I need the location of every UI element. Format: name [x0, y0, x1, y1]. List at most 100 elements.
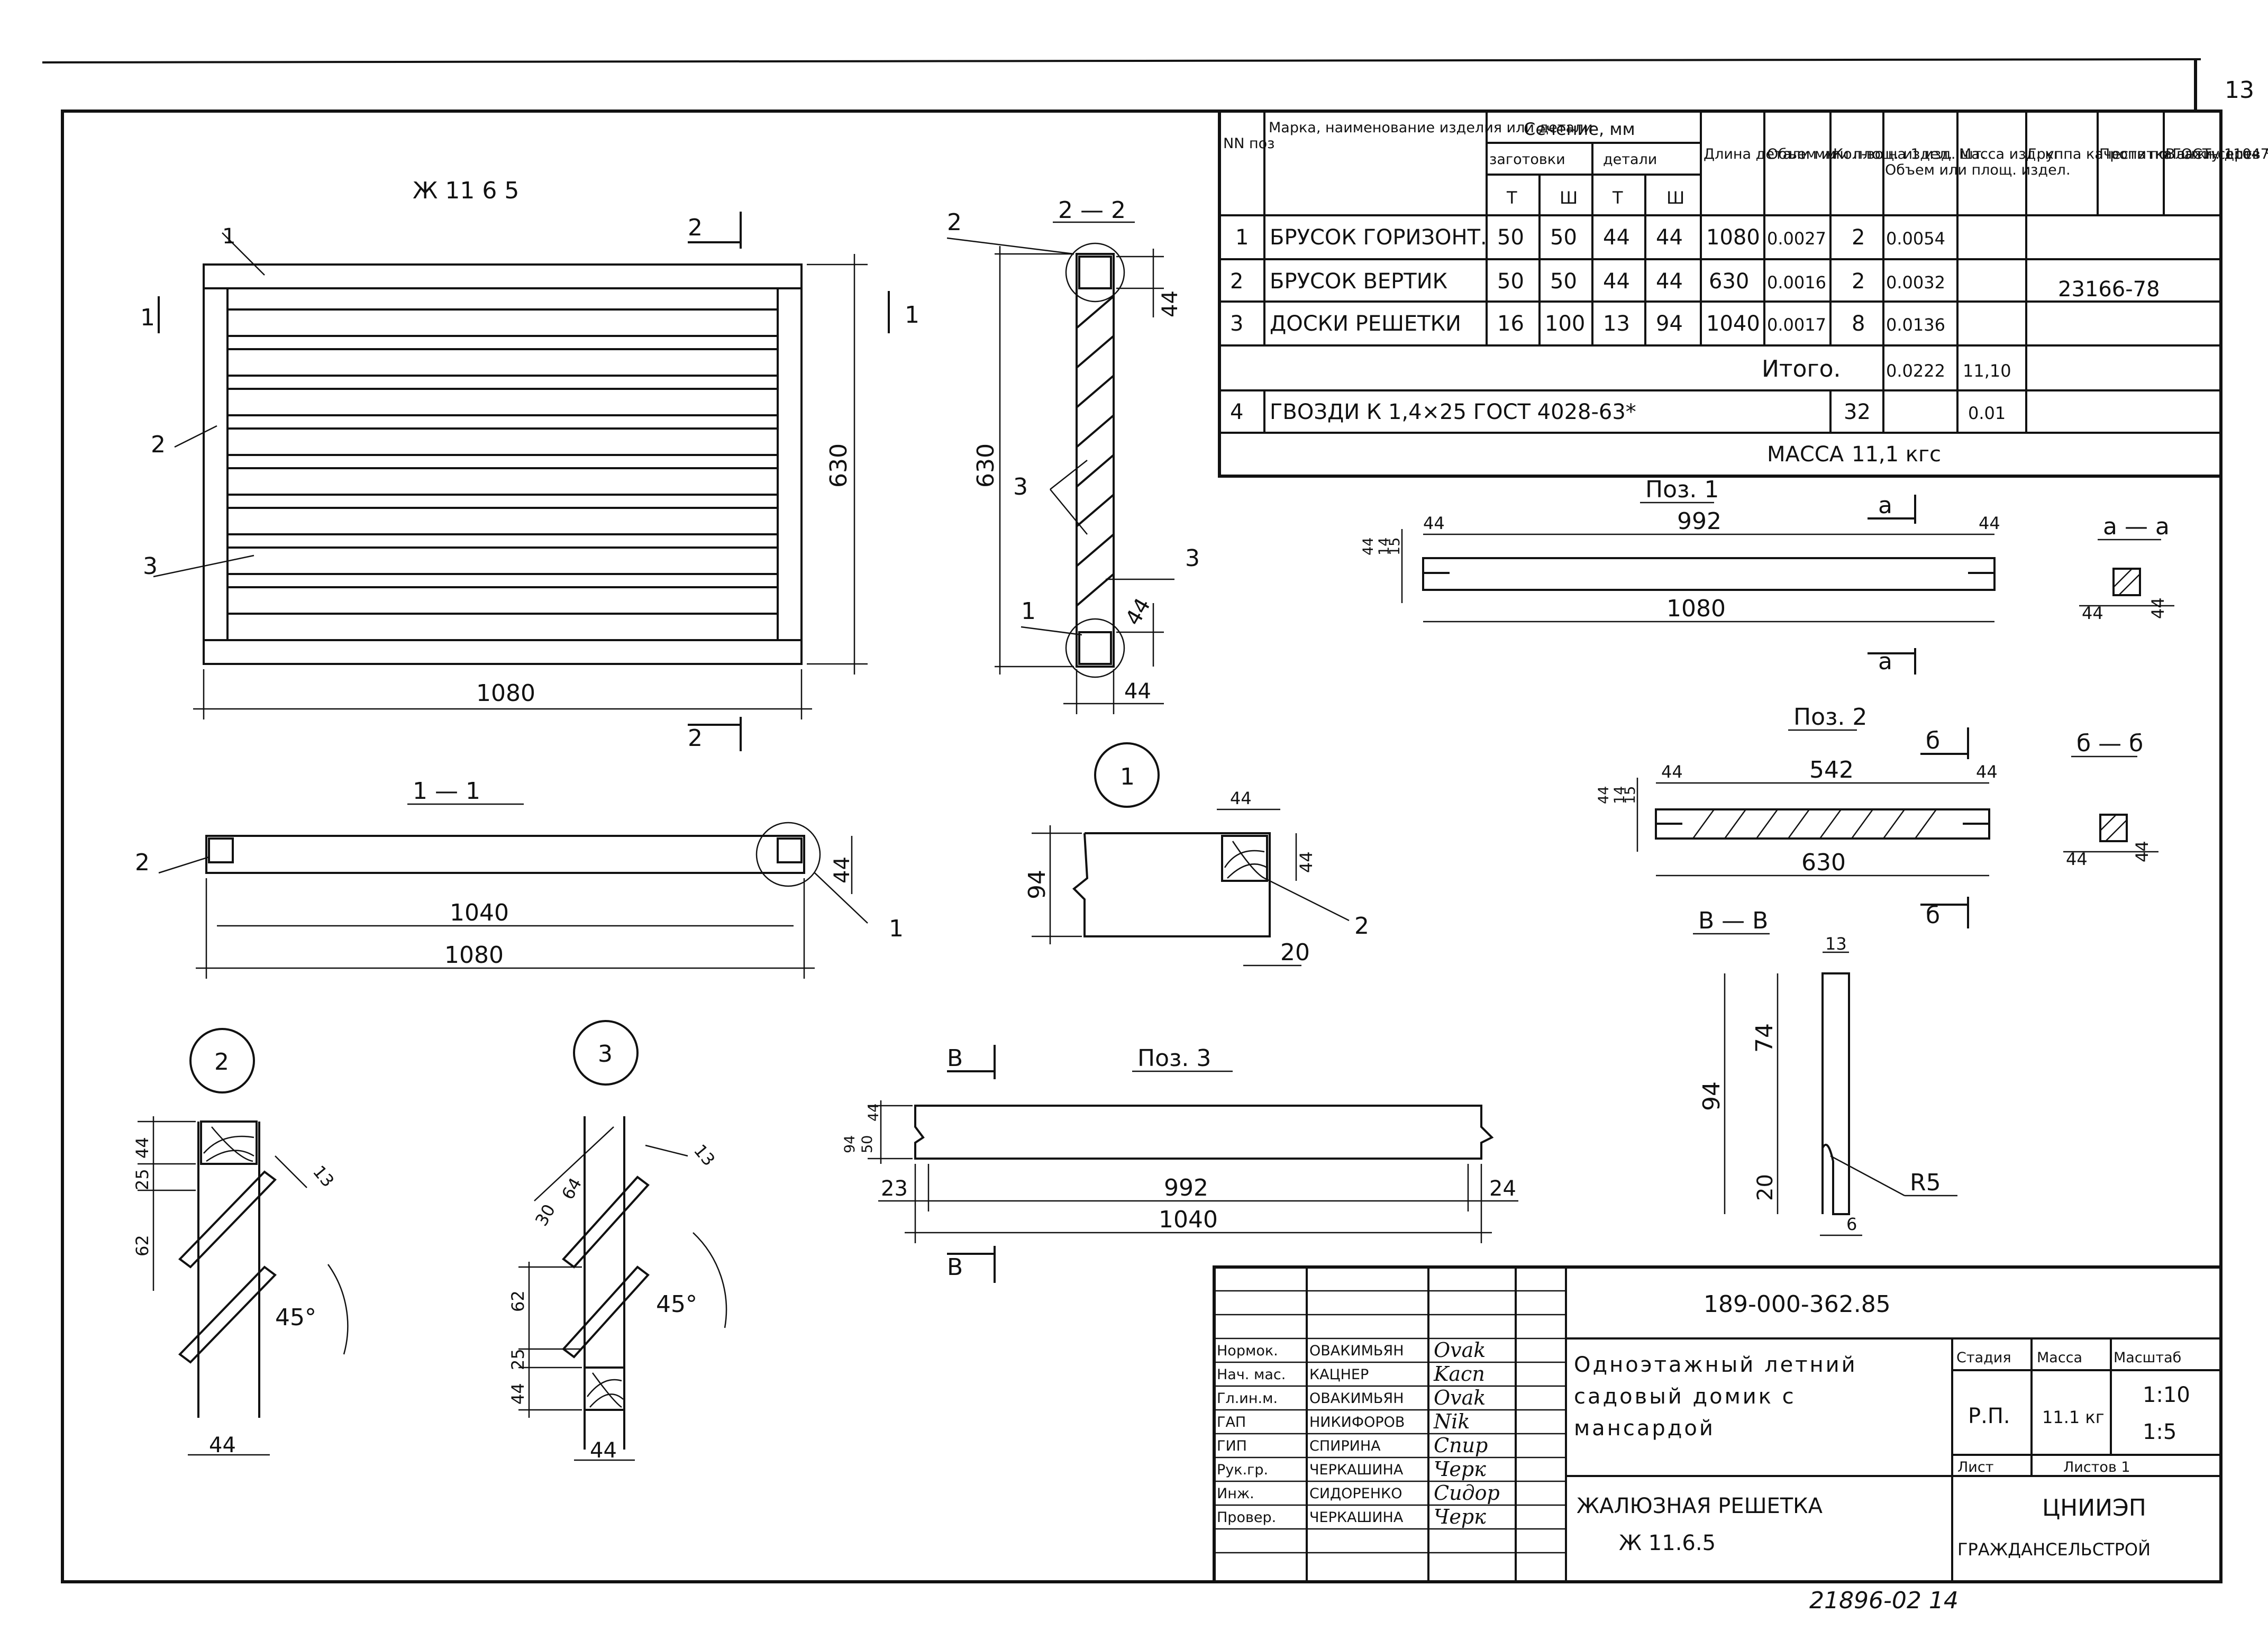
page-number: 13: [2225, 77, 2254, 104]
section-b-b-square: [2099, 814, 2128, 842]
svg-text:Инж.: Инж.: [1217, 1486, 1254, 1502]
svg-text:8: 8: [1852, 312, 1865, 336]
leader-2-elev: 2: [151, 431, 166, 458]
staff-row-5: ГИП СПИРИНА Спир: [1217, 1434, 1488, 1457]
org-name-1: ЦНИИЭП: [2042, 1495, 2146, 1521]
section-1-1-dim-1080: 1080: [444, 942, 504, 969]
leader-1-sec11: 1: [889, 915, 904, 942]
spec-row-2: 2 БРУСОК ВЕРТИК 50 50 44 44 630 0.0016 2…: [1230, 269, 1945, 294]
node-1-dim-44-h: 44: [1230, 788, 1252, 808]
pos3-board: [914, 1105, 1494, 1160]
scale-value-2: 1:5: [2143, 1420, 2176, 1444]
project-title-box: Одноэтажный летний садовый домик с манса…: [1574, 1353, 1855, 1441]
pos2-dim-44-r: 44: [1976, 762, 1998, 782]
svg-text:Нач. мас.: Нач. мас.: [1217, 1366, 1286, 1383]
node-3-dim-44: 44: [508, 1383, 528, 1405]
node-3-dim-25: 25: [508, 1348, 528, 1370]
total-volume: 0.0222: [1886, 361, 1945, 381]
group-standard: 23166-78: [2058, 277, 2160, 302]
pos1-dim-992: 992: [1677, 508, 1722, 535]
node-1-bubble: [1094, 742, 1160, 808]
hdr-t-1: Т: [1506, 188, 1517, 208]
pos2-dim-44-v: 44: [1596, 786, 1612, 804]
node-1-dim-44-v: 44: [1296, 851, 1316, 873]
dim-2-2-44-top: 44: [1158, 290, 1182, 317]
node-1-detail: [1072, 832, 1271, 937]
v-v-dim-13: 13: [1825, 934, 1847, 954]
svg-text:50: 50: [1550, 225, 1577, 250]
pos1-bar: [1422, 557, 1996, 591]
hdr-sh-1: Ш: [1560, 188, 1578, 208]
section-b-b-44-v: 44: [2132, 841, 2152, 862]
sheet-label: Лист: [1957, 1459, 1993, 1475]
svg-text:ГИП: ГИП: [1217, 1438, 1247, 1454]
node-3-dim-44-bottom: 44: [590, 1438, 617, 1463]
pos2-dim-630: 630: [1801, 849, 1846, 876]
svg-text:0.0054: 0.0054: [1886, 229, 1945, 249]
svg-text:Провер.: Провер.: [1217, 1509, 1276, 1526]
svg-text:630: 630: [1709, 269, 1749, 294]
svg-text:ОВАКИМЬЯН: ОВАКИМЬЯН: [1309, 1343, 1404, 1359]
staff-row-3: Гл.ин.м. ОВАКИМЬЯН Ovak: [1217, 1386, 1486, 1409]
pos3-dim-94: 94: [842, 1135, 858, 1153]
drawing-frame: [61, 110, 2223, 1583]
v-v-dim-6: 6: [1846, 1214, 1857, 1234]
section-b-b-title: б — б: [2076, 730, 2143, 757]
section-a-a-square: [2112, 568, 2141, 596]
section-b-b-44-h: 44: [2066, 849, 2088, 869]
product-mark: Ж 11 6 5: [413, 177, 519, 204]
node-3-bubble: [573, 1020, 639, 1086]
svg-text:3: 3: [1230, 312, 1243, 336]
hdr-volume-detail: Объем или площ. издел.: [1767, 146, 1953, 162]
svg-text:50: 50: [1497, 225, 1524, 250]
pos3-dim-24: 24: [1489, 1177, 1516, 1201]
svg-text:0.0016: 0.0016: [1767, 272, 1826, 293]
stage-value: Р.П.: [1968, 1404, 2010, 1428]
hdr-section: Сечение, мм: [1524, 119, 1635, 139]
section-1-1-title: 1 — 1: [413, 778, 480, 805]
node-2-dim-13: 13: [309, 1162, 338, 1191]
spec-row-1: 1 БРУСОК ГОРИЗОНТ. 50 50 44 44 1080 0.00…: [1235, 225, 1945, 250]
pos1-dim-15-v: 15: [1387, 537, 1403, 555]
nails-n: 4: [1230, 400, 1243, 424]
v-v-dim-20: 20: [1753, 1174, 1778, 1201]
svg-text:50: 50: [1550, 269, 1577, 294]
svg-text:0.0136: 0.0136: [1886, 315, 1945, 335]
leader-3-section: 3: [1013, 473, 1028, 500]
svg-text:СИДОРЕНКО: СИДОРЕНКО: [1309, 1486, 1402, 1502]
cut-mark-a-bottom: а: [1878, 648, 1892, 675]
node-2-bubble: [189, 1028, 255, 1094]
svg-text:ДОСКИ РЕШЕТКИ: ДОСКИ РЕШЕТКИ: [1270, 312, 1461, 336]
pos2-dim-542: 542: [1809, 757, 1854, 783]
nails-name: ГВОЗДИ К 1,4×25 ГОСТ 4028-63*: [1270, 400, 1636, 424]
cut-mark-v-bottom: В: [947, 1254, 963, 1281]
svg-text:Рук.гр.: Рук.гр.: [1217, 1462, 1268, 1478]
svg-text:БРУСОК ГОРИЗОНТ.: БРУСОК ГОРИЗОНТ.: [1270, 225, 1487, 250]
node-3-dim-62: 62: [508, 1290, 528, 1312]
svg-text:0.0017: 0.0017: [1767, 315, 1826, 335]
nails-qty: 32: [1844, 400, 1871, 424]
svg-text:ОВАКИМЬЯН: ОВАКИМЬЯН: [1309, 1390, 1404, 1407]
svg-text:100: 100: [1545, 312, 1585, 336]
section-v-v-profile: [1821, 972, 1850, 1215]
svg-text:13: 13: [1603, 312, 1630, 336]
svg-text:Черк: Черк: [1434, 1457, 1486, 1481]
svg-text:СПИРИНА: СПИРИНА: [1309, 1438, 1381, 1454]
mass-label: МАССА: [1767, 442, 1844, 467]
node-3-dim-13: 13: [690, 1141, 719, 1170]
node-2-dim-25: 25: [132, 1169, 152, 1190]
total-mass: 11,10: [1963, 361, 2011, 381]
node-2-angle-45: 45°: [275, 1304, 316, 1331]
staff-row-6: Рук.гр. ЧЕРКАШИНА Черк: [1217, 1457, 1486, 1481]
cut-mark-2-section: 2: [947, 209, 962, 236]
section-1-1-profile: [205, 822, 821, 887]
staff-row-1: Нормок. ОВАКИМЬЯН Ovak: [1217, 1338, 1486, 1362]
hdr-impregnation: Пропитка анти-септ.: [2099, 146, 2256, 162]
hdr-mark: Марка, наименование изделия или детали: [1269, 120, 1593, 136]
pos1-dim-44-v: 44: [1360, 537, 1377, 555]
svg-text:1040: 1040: [1706, 312, 1760, 336]
hdr-length: Длина детали мм: [1704, 146, 1836, 162]
svg-text:Черк: Черк: [1434, 1505, 1486, 1528]
leader-3-section-right: 3: [1185, 545, 1200, 572]
sheets-label: Листов 1: [2063, 1459, 2130, 1475]
